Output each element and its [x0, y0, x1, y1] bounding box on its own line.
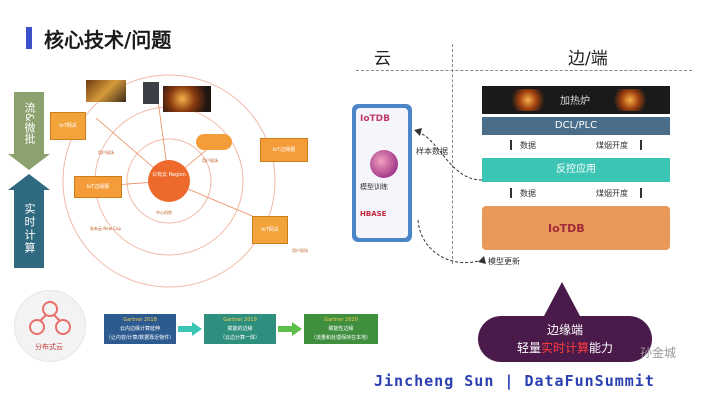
edge-capability-bubble: 边缘端 轻量实时计算能力 [478, 316, 652, 362]
bubble-text: 轻量 [516, 341, 541, 355]
down-arrow-icon [510, 140, 512, 150]
stream-label: 流&微批 [14, 92, 44, 154]
iotdb-logo: IoTDB [548, 222, 585, 235]
edge-iotdb-box [482, 206, 670, 250]
up-arrow-icon [8, 174, 50, 190]
server-photo-image [143, 82, 159, 104]
up-arrow-icon [640, 140, 642, 150]
small-label: 用户现场 [202, 158, 218, 163]
realtime-label: 实时计算 [14, 190, 44, 268]
header-divider [356, 70, 692, 71]
bubble-pointer [544, 282, 580, 316]
small-label: 私有云 New Cap [90, 226, 122, 231]
edge-heading: 边/端 [568, 49, 608, 69]
dcl-plc-box: DCL/PLC [482, 117, 670, 135]
down-arrow-icon [510, 188, 512, 198]
small-label: 用户现场 [98, 150, 114, 155]
watermark: 孙金城 [640, 346, 677, 360]
vertical-divider [452, 44, 453, 264]
furnace-photo-image [163, 86, 211, 112]
logo-caption: 分布式云 [35, 343, 63, 351]
sample-data-label: 样本数据 [416, 147, 448, 156]
gartner-2019-box: Gartner 2019 赋能的边缘 （云边计算一体） [204, 314, 276, 344]
presenter-footer: Jincheng Sun | DataFunSummit [374, 372, 655, 390]
furnace-image [614, 89, 646, 111]
industrial-photo-image [86, 80, 126, 102]
iot-edge-box: IoT边缘服 [74, 176, 122, 198]
bubble-highlight: 实时计算 [540, 341, 589, 355]
right-arrow-icon [278, 322, 302, 336]
heating-furnace-bar [482, 86, 670, 114]
distributed-cloud-logo [14, 290, 86, 362]
flow-arrows: 流&微批 实时计算 [8, 92, 50, 268]
coal-opening-label: 煤烟开度 [596, 141, 628, 150]
iot-edge-box: IoT边缘服 [260, 138, 308, 162]
bubble-text: 能力 [589, 341, 614, 355]
slide-title: 核心技术/问题 [44, 28, 172, 52]
cloud-network-icon [29, 301, 71, 335]
gartner-line: （流量和处理保持在本地） [310, 335, 371, 341]
cloud-shape-icon [196, 134, 232, 150]
gartner-2020-box: Gartner 2020 赋能性边缘 （流量和处理保持在本地） [304, 314, 378, 344]
small-label: 用户现场 [292, 248, 308, 253]
iot-gateway-chip-icon: IoT网关 [252, 216, 288, 244]
model-update-label: 模型更新 [488, 257, 520, 266]
right-arrow-icon [178, 322, 202, 336]
dashed-flow-arrows [414, 128, 486, 264]
bubble-subtitle: 轻量实时计算能力 [478, 339, 652, 357]
data-label: 数据 [520, 189, 536, 198]
gartner-line: 云内边缘计算延伸 [119, 326, 160, 332]
furnace-label: 加热炉 [560, 96, 590, 107]
data-label: 数据 [520, 141, 536, 150]
region-circle: 公有云 Region [148, 160, 190, 202]
title-accent-bar [26, 27, 32, 49]
iotdb-logo: IoTDB [360, 114, 391, 124]
gartner-title: Gartner 2018 [123, 317, 157, 323]
gartner-2018-box: Gartner 2018 云内边缘计算延伸 （让内容/计算/数据靠近物件） [104, 314, 176, 344]
gartner-title: Gartner 2020 [324, 317, 358, 323]
gartner-title: Gartner 2019 [223, 317, 257, 323]
center-label: 中心机房 [156, 210, 172, 215]
coal-opening-label: 煤烟开度 [596, 189, 628, 198]
down-arrow-icon [8, 154, 50, 170]
bubble-title: 边缘端 [546, 323, 583, 337]
control-app-box: 反控应用 [482, 158, 670, 182]
model-training-label: 模型训练 [360, 183, 388, 191]
furnace-image [512, 89, 544, 111]
up-arrow-icon [640, 188, 642, 198]
gartner-line: 赋能的边缘 [227, 326, 253, 332]
model-training-icon [370, 150, 398, 178]
gartner-line: （云边计算一体） [219, 335, 260, 341]
iot-gateway-chip-icon: IoT网关 [50, 112, 86, 140]
cloud-heading: 云 [374, 49, 391, 69]
hbase-logo: HBASE [360, 210, 387, 218]
gartner-line: （让内容/计算/数据靠近物件） [105, 335, 175, 341]
gartner-line: 赋能性边缘 [328, 326, 354, 332]
